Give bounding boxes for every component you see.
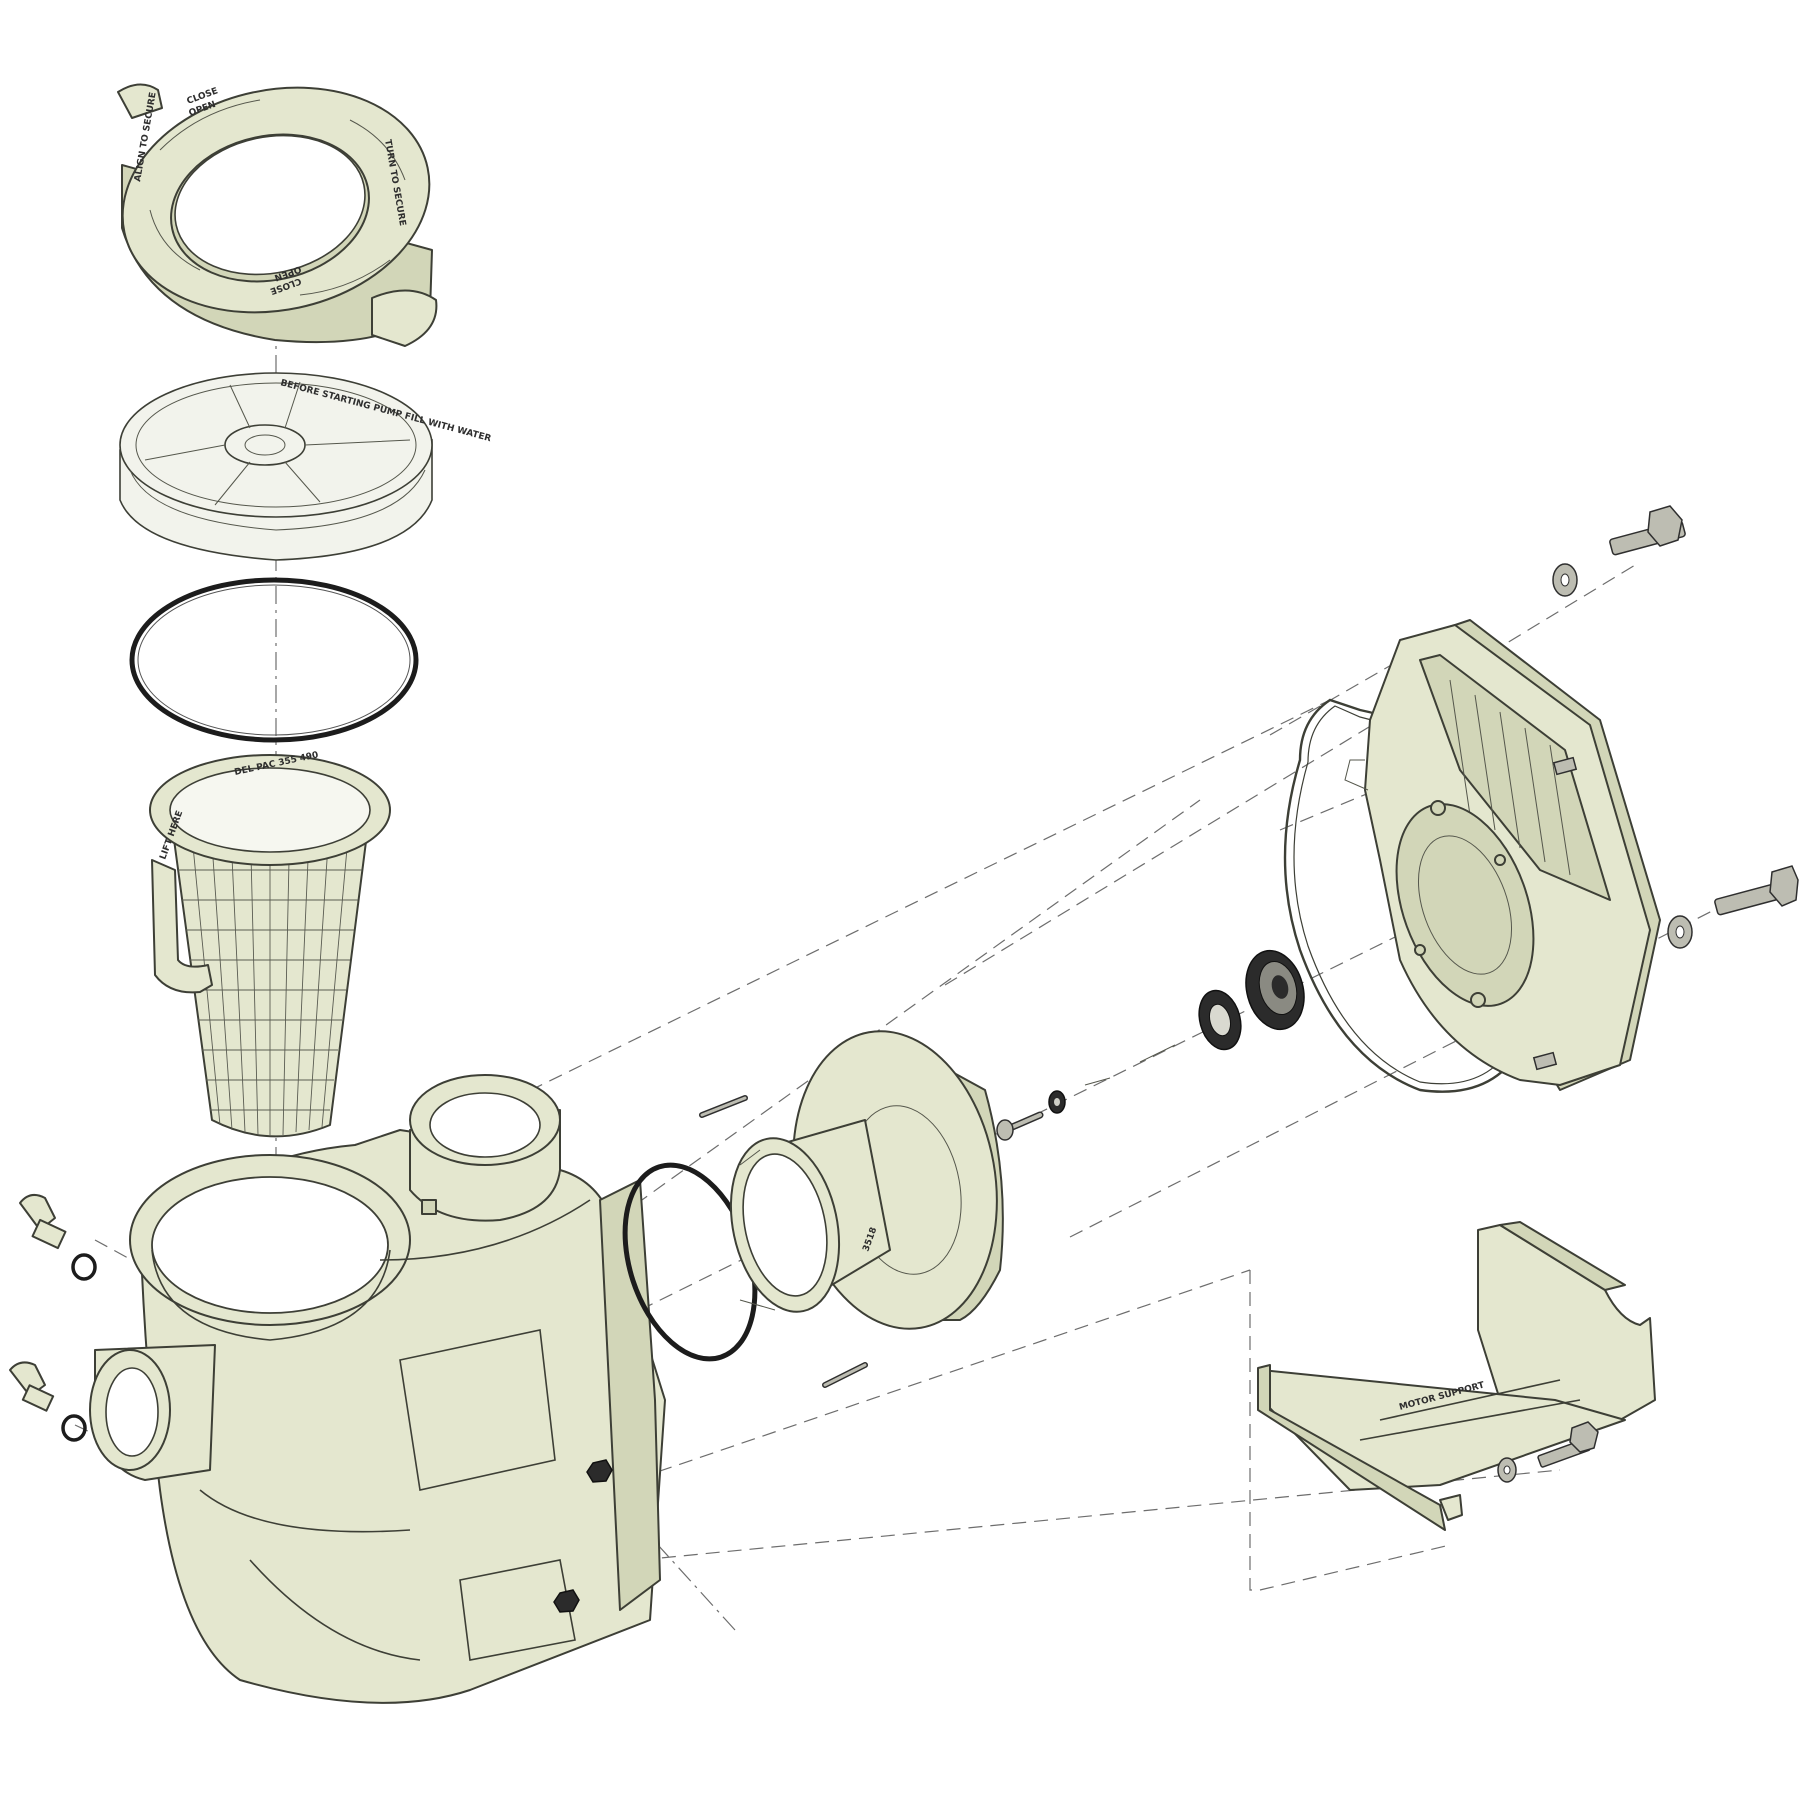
drain-plug-lower[interactable] bbox=[9, 1361, 87, 1442]
diffuser-pin-lower[interactable] bbox=[822, 1362, 868, 1388]
upper-bolt[interactable] bbox=[1609, 505, 1686, 556]
drain-plug-upper[interactable] bbox=[19, 1193, 97, 1281]
diffuser-pin-upper[interactable] bbox=[699, 1095, 748, 1118]
lower-washer[interactable] bbox=[1667, 915, 1693, 949]
lower-bolt[interactable] bbox=[1714, 865, 1799, 916]
strainer-basket[interactable]: LIFT HERE DEL PAC 355 490 bbox=[149, 750, 391, 1138]
motor-support[interactable]: MOTOR SUPPORT bbox=[1257, 1221, 1656, 1531]
support-washer[interactable] bbox=[1497, 1457, 1517, 1483]
housing-plug-upper[interactable] bbox=[586, 1459, 613, 1483]
impeller-screw[interactable] bbox=[996, 1111, 1044, 1141]
seal-plate[interactable] bbox=[1344, 619, 1661, 1091]
lock-ring[interactable]: CLOSE OPEN CLOSE OPEN TURN TO SECURE ALI… bbox=[102, 60, 451, 347]
lid-o-ring[interactable] bbox=[129, 577, 419, 743]
pump-housing[interactable] bbox=[89, 1074, 666, 1704]
impeller-washer[interactable] bbox=[1048, 1090, 1066, 1114]
support-bolt[interactable] bbox=[1537, 1421, 1599, 1468]
clear-lid[interactable]: BEFORE STARTING PUMP FILL WITH WATER bbox=[119, 372, 492, 561]
impeller-shaft-hint bbox=[1084, 1044, 1176, 1086]
shaft-seal-spring[interactable] bbox=[1238, 944, 1313, 1036]
diffuser[interactable]: 3518 bbox=[716, 1015, 1020, 1345]
shaft-seal-ring[interactable] bbox=[1193, 986, 1247, 1054]
upper-washer[interactable] bbox=[1552, 563, 1578, 597]
housing-plug-lower[interactable] bbox=[553, 1589, 580, 1613]
